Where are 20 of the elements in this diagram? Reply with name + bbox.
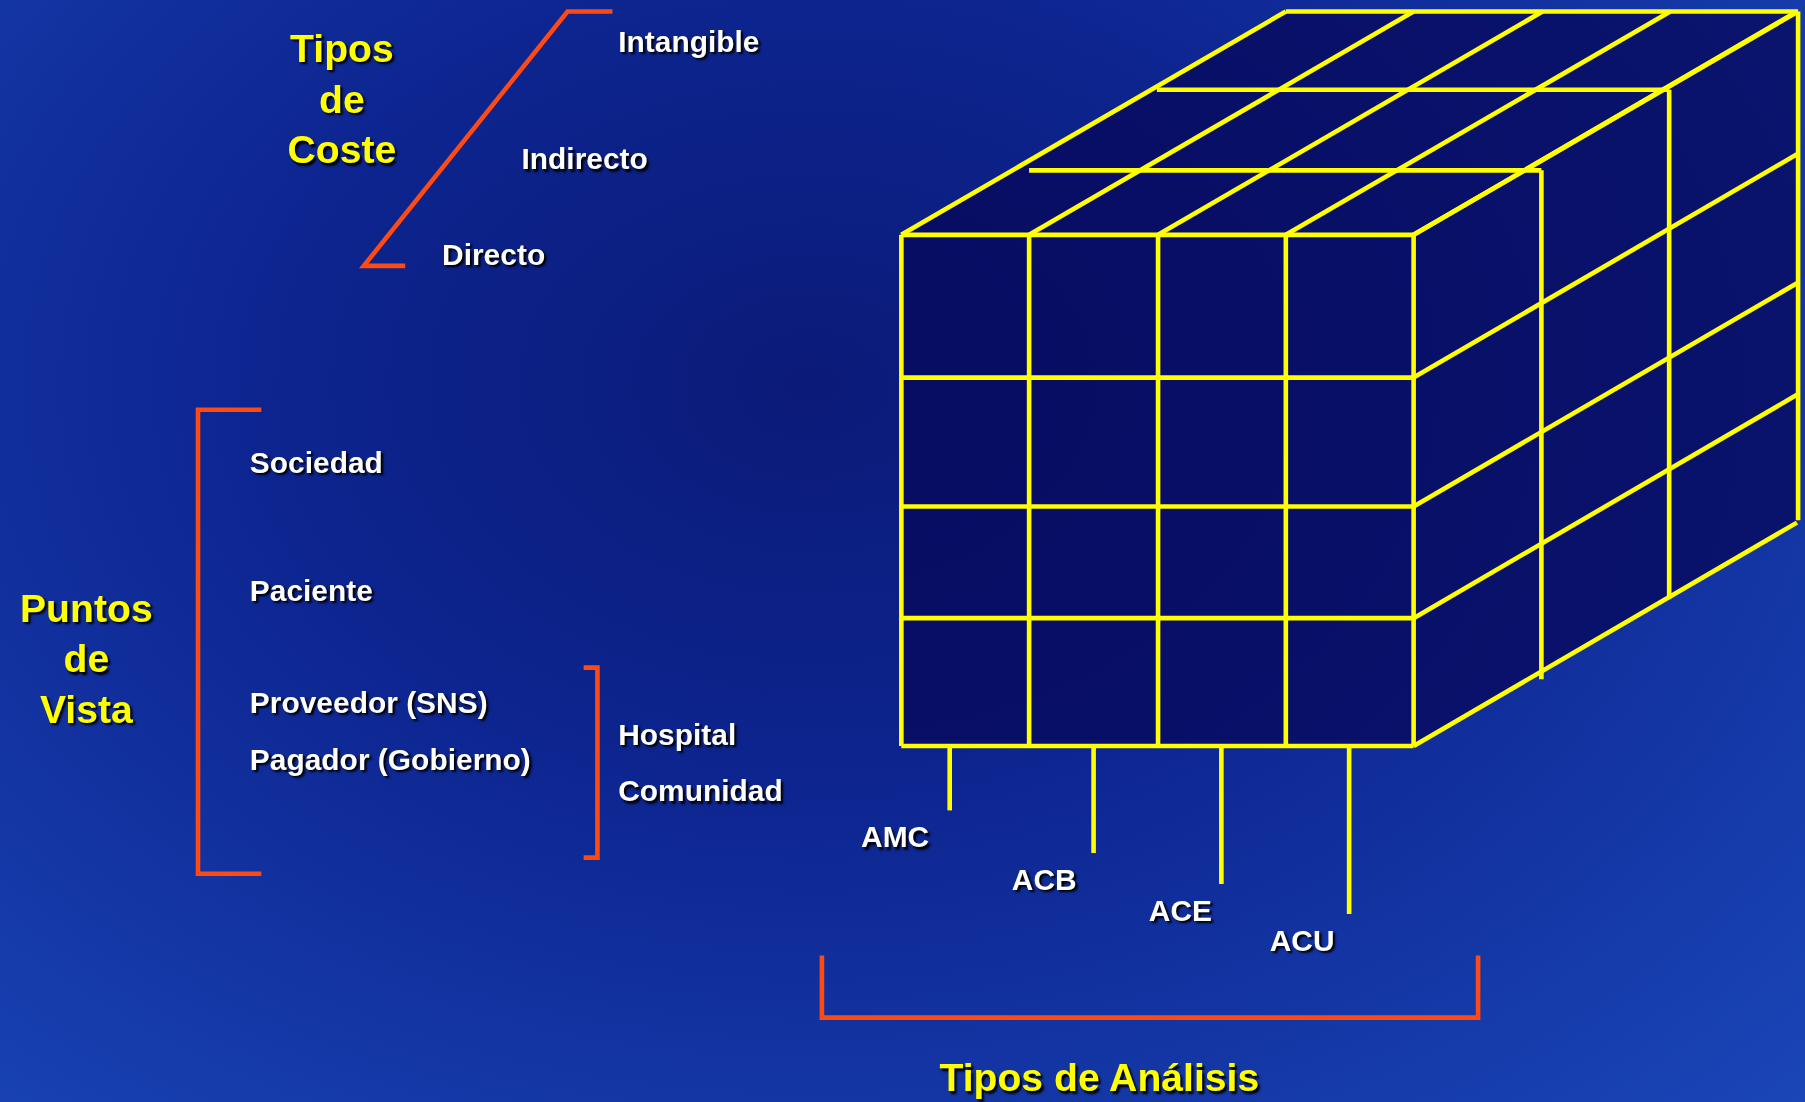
viewpoint-label: Proveedor (SNS)	[249, 684, 488, 720]
cost-type-label: Intangible	[618, 24, 760, 59]
analysis-label: AMC	[861, 819, 930, 855]
axis-heading: Tipos de Coste	[287, 25, 397, 174]
analysis-label: ACE	[1148, 893, 1213, 928]
viewpoint-label: Pagador (Gobierno)	[249, 742, 531, 778]
viewpoint-label: Paciente	[249, 573, 373, 608]
viewpoint-label: Sociedad	[249, 445, 383, 481]
leader-line	[1091, 745, 1096, 853]
leader-line	[947, 745, 952, 811]
cost-type-label: Directo	[442, 237, 546, 272]
analysis-label: ACU	[1269, 923, 1335, 958]
viewpoint-label: Hospital	[618, 717, 737, 752]
leader-line	[1346, 745, 1352, 914]
analysis-label: ACB	[1011, 862, 1077, 897]
leader-line	[1219, 745, 1224, 885]
axis-heading: Tipos de Análisis	[939, 1054, 1260, 1101]
viewpoint-label: Comunidad	[618, 773, 783, 809]
cost-type-label: Indirecto	[521, 141, 648, 177]
axis-heading: Puntos de Vista	[20, 584, 153, 733]
